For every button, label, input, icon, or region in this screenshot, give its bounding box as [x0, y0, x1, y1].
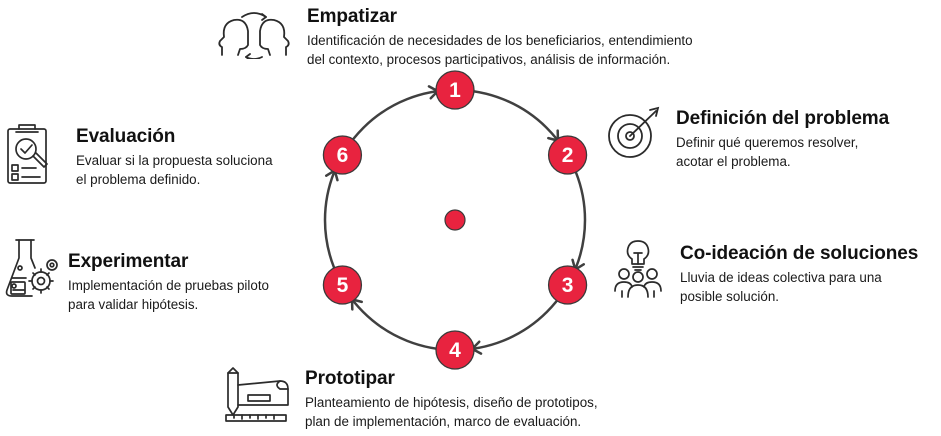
stage-title: Co-ideación de soluciones	[680, 243, 919, 264]
clipboard-magnifier-icon	[6, 123, 56, 185]
stage-description: Implementación de pruebas piloto para va…	[68, 276, 269, 314]
lightbulb-group-icon	[612, 239, 664, 299]
center-dot	[444, 209, 466, 231]
step-number: 2	[562, 144, 574, 167]
description-line: Evaluar si la propuesta soluciona	[76, 153, 273, 168]
stage-description: Evaluar si la propuesta soluciona el pro…	[76, 151, 273, 189]
stage-title: Definición del problema	[676, 108, 890, 129]
cycle-arrowheads	[325, 85, 585, 355]
two-heads-exchange-icon	[216, 11, 292, 59]
stage-description: Identificación de necesidades de los ben…	[307, 31, 693, 69]
flask-gears-icon	[4, 238, 60, 300]
cycle-nodes: 1 2 3 4 5 6	[322, 70, 588, 370]
description-line: posible solución.	[680, 289, 780, 304]
description-line: plan de implementación, marco de evaluac…	[305, 414, 582, 429]
stage-definicion: Definición del problema Definir qué quer…	[676, 108, 889, 171]
blueprint-ruler-icon	[224, 367, 290, 423]
description-line: Definir qué queremos resolver,	[676, 135, 859, 150]
step-number: 3	[562, 274, 574, 297]
step-circle	[435, 330, 475, 370]
step-number: 5	[337, 274, 349, 297]
step-number: 6	[337, 144, 349, 167]
description-line: el problema definido.	[76, 172, 201, 187]
step-circle	[322, 135, 363, 175]
stage-description: Definir qué queremos resolver, acotar el…	[676, 133, 889, 171]
step-circle	[547, 135, 588, 175]
step-node-5: 5	[322, 265, 363, 305]
stage-title: Empatizar	[307, 6, 397, 27]
description-line: Planteamiento de hipótesis, diseño de pr…	[305, 395, 598, 410]
description-line: acotar el problema.	[676, 154, 791, 169]
description-line: del contexto, procesos participativos, a…	[307, 52, 671, 67]
step-number: 1	[449, 79, 461, 102]
stage-description: Lluvia de ideas colectiva para una posib…	[680, 268, 918, 306]
description-line: para validar hipótesis.	[68, 297, 199, 312]
description-line: Lluvia de ideas colectiva para una	[680, 270, 882, 285]
stage-title: Evaluación	[76, 126, 176, 147]
stage-title: Experimentar	[68, 251, 189, 272]
stage-prototipar: Prototipar Planteamiento de hipótesis, d…	[305, 368, 598, 431]
step-node-4: 4	[435, 330, 475, 370]
step-circle	[435, 70, 475, 110]
stage-description: Planteamiento de hipótesis, diseño de pr…	[305, 393, 598, 431]
description-line: Identificación de necesidades de los ben…	[307, 33, 693, 48]
description-line: Implementación de pruebas piloto	[68, 278, 269, 293]
step-circle	[547, 265, 588, 305]
step-node-3: 3	[547, 265, 588, 305]
step-circle	[322, 265, 363, 305]
target-arrow-icon	[606, 106, 662, 162]
step-node-6: 6	[322, 135, 363, 175]
stage-experimentar: Experimentar Implementación de pruebas p…	[68, 251, 269, 314]
stage-coideacion: Co-ideación de soluciones Lluvia de idea…	[680, 243, 918, 306]
step-node-1: 1	[435, 70, 475, 110]
stage-title: Prototipar	[305, 368, 395, 389]
stage-evaluacion: Evaluación Evaluar si la propuesta soluc…	[76, 126, 273, 189]
step-node-2: 2	[547, 135, 588, 175]
step-number: 4	[449, 339, 461, 362]
stage-empatizar: Empatizar Identificación de necesidades …	[307, 6, 693, 69]
